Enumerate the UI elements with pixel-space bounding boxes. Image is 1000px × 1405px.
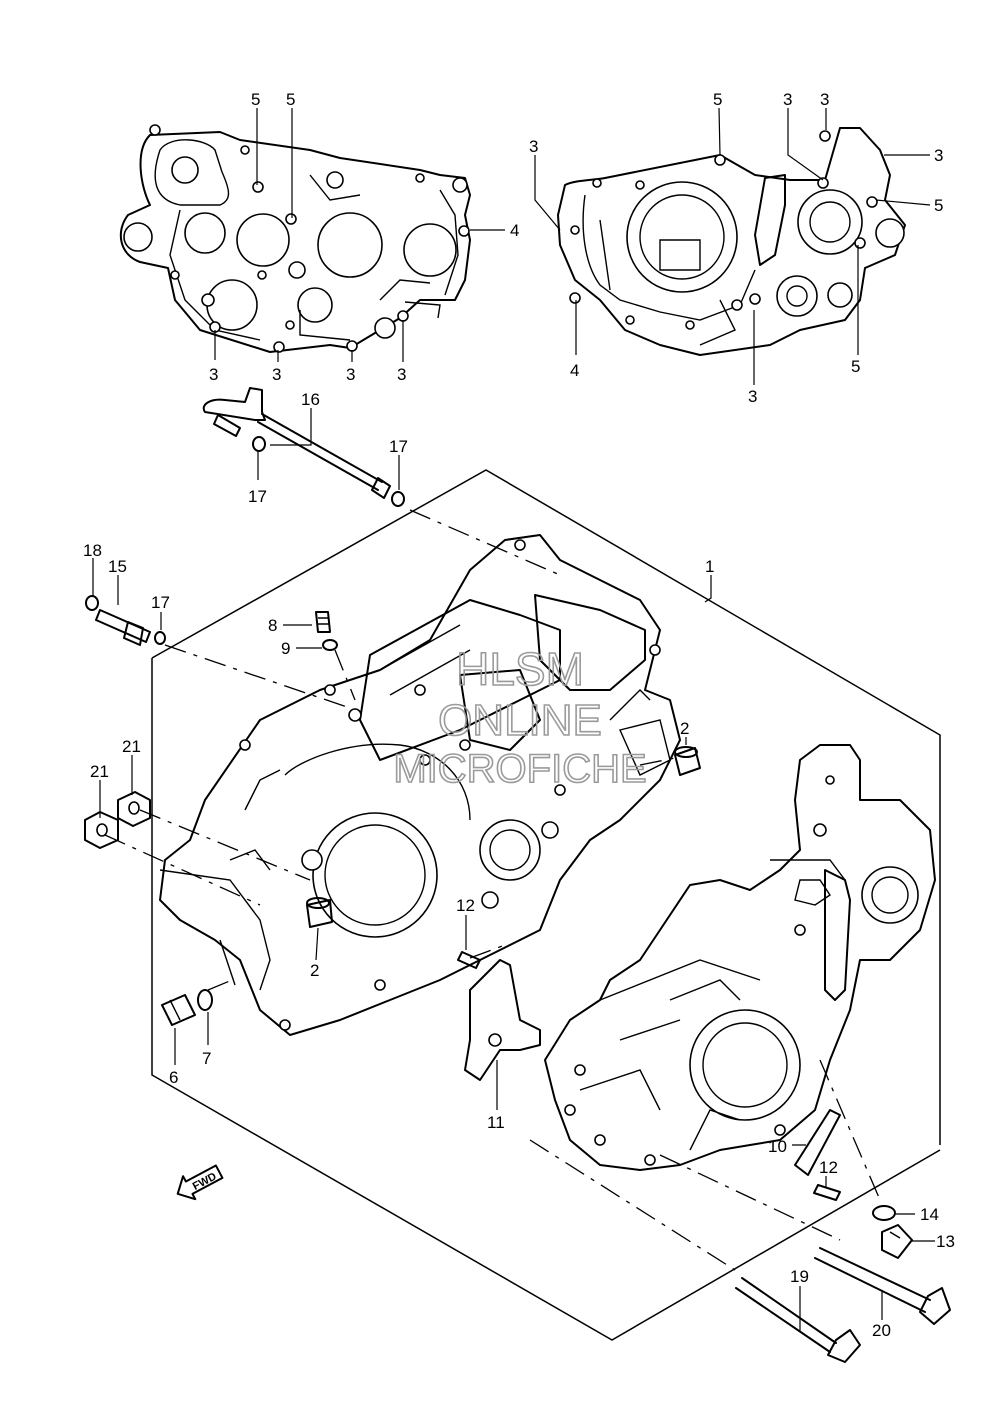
- callout-4: 4: [510, 221, 519, 240]
- bolt-12-upper: [457, 951, 481, 969]
- callout-15: 15: [108, 557, 127, 576]
- gasket-9: [322, 639, 338, 651]
- callout-17: 17: [151, 593, 170, 612]
- callout-5: 5: [286, 90, 295, 109]
- callout-labels: 5 5 5 3 3 3 3 5 4 3 3 3 3 4 5 3 16 17 17…: [83, 90, 955, 1340]
- bolt-19: [735, 1277, 861, 1363]
- callout-6: 6: [169, 1068, 178, 1087]
- crankcase-right-assembly: [544, 744, 936, 1171]
- fwd-label: FWD: [191, 1171, 219, 1193]
- nut-21-lower: [84, 811, 119, 849]
- callout-12: 12: [819, 1158, 838, 1177]
- callout-3: 3: [934, 146, 943, 165]
- assembly-lines: [104, 509, 881, 1271]
- callout-3: 3: [529, 137, 538, 156]
- callout-2: 2: [310, 961, 319, 980]
- callout-3: 3: [272, 365, 281, 384]
- leader-lines: [92, 107, 935, 1332]
- callout-4: 4: [570, 361, 579, 380]
- callout-10: 10: [768, 1137, 787, 1156]
- callout-9: 9: [281, 639, 290, 658]
- crankcase-right-half-view: [557, 127, 906, 356]
- callout-12: 12: [456, 896, 475, 915]
- crankcase-left-half-view: [119, 124, 471, 353]
- dowel-pin-2-lower: [306, 897, 333, 928]
- drain-plug-13: [881, 1224, 913, 1259]
- callout-8: 8: [268, 616, 277, 635]
- watermark-line-1: HLSM: [456, 643, 584, 695]
- callout-3: 3: [748, 387, 757, 406]
- callout-14: 14: [920, 1205, 939, 1224]
- gasket-7: [197, 989, 213, 1011]
- o-ring-17-upper: [252, 436, 266, 452]
- bracket-11: [464, 959, 541, 1081]
- watermark-line-3: MICROFICHE: [393, 747, 646, 791]
- o-ring-17-lower: [391, 491, 405, 507]
- callout-11: 11: [487, 1113, 505, 1132]
- callout-3: 3: [209, 365, 218, 384]
- callout-19: 19: [790, 1267, 809, 1286]
- plug-15: [95, 609, 151, 646]
- callout-3: 3: [397, 365, 406, 384]
- callout-2: 2: [680, 719, 689, 738]
- watermark-line-2: ONLINE: [438, 696, 602, 745]
- callout-1: 1: [705, 557, 714, 576]
- callout-17: 17: [248, 487, 267, 506]
- washer-14: [872, 1205, 896, 1221]
- callout-16: 16: [301, 390, 320, 409]
- callout-17: 17: [389, 437, 408, 456]
- dowel-pin-2-upper: [674, 746, 701, 776]
- callout-18: 18: [83, 541, 102, 560]
- callout-3: 3: [783, 90, 792, 109]
- callout-3: 3: [820, 90, 829, 109]
- o-ring-17-side: [154, 631, 166, 645]
- bolt-12-lower: [813, 1184, 841, 1201]
- callout-5: 5: [713, 90, 722, 109]
- watermark: HLSM ONLINE MICROFICHE: [393, 642, 648, 792]
- callout-21: 21: [122, 737, 141, 756]
- callout-20: 20: [872, 1321, 891, 1340]
- callout-3: 3: [346, 365, 355, 384]
- o-ring-18: [85, 595, 99, 611]
- oil-pipe-16: [202, 387, 391, 499]
- bracket-10: [794, 1109, 841, 1176]
- callout-5: 5: [851, 357, 860, 376]
- callout-5: 5: [934, 196, 943, 215]
- assembly-outline: [151, 469, 941, 1341]
- callout-21: 21: [90, 762, 109, 781]
- bolt-20: [814, 1247, 951, 1325]
- callout-13: 13: [936, 1232, 955, 1251]
- crankcase-left-assembly: [159, 534, 681, 1036]
- nut-21-upper: [117, 791, 151, 827]
- bolt-8: [315, 611, 331, 633]
- forward-arrow-icon: FWD: [176, 1164, 224, 1201]
- callout-7: 7: [202, 1049, 211, 1068]
- callout-5: 5: [251, 90, 260, 109]
- drain-bolt-6: [161, 994, 196, 1026]
